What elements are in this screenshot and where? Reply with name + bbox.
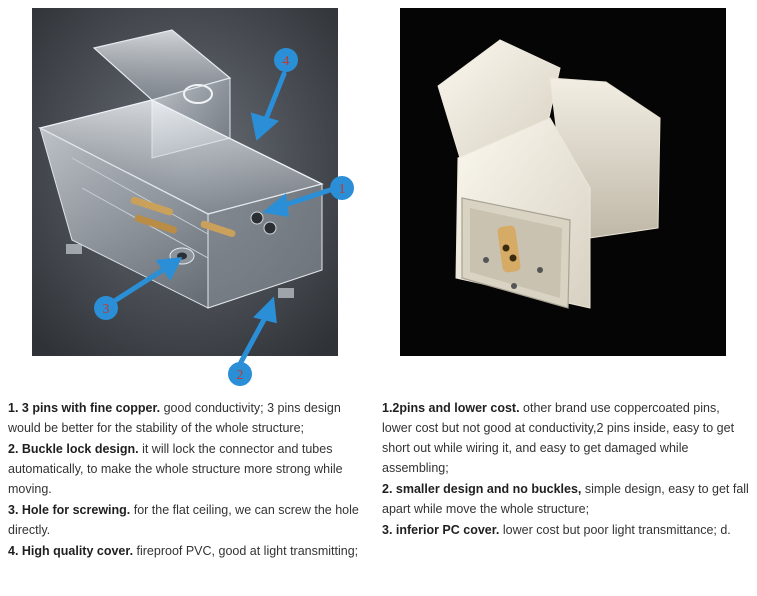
feature-text: it will lock the connector and tubes aut…: [8, 442, 343, 496]
feature-text: for the flat ceiling, we can screw the h…: [8, 503, 359, 537]
feature-text: fireproof PVC, good at light transmittin…: [133, 544, 359, 558]
feature-item: 1. 3 pins with fine copper. good conduct…: [8, 398, 368, 438]
comparison-item: 2. smaller design and no buckles, simple…: [382, 479, 752, 519]
feature-text: good conductivity; 3 pins design would b…: [8, 401, 341, 435]
feature-item: 4. High quality cover. fireproof PVC, go…: [8, 541, 368, 561]
comparison-title: 2. smaller design and no buckles,: [382, 482, 582, 496]
feature-item: 2. Buckle lock design. it will lock the …: [8, 439, 368, 499]
feature-title: 1. 3 pins with fine copper.: [8, 401, 161, 415]
feature-title: 4. High quality cover.: [8, 544, 134, 558]
marker-2: 2: [237, 368, 244, 383]
connector-photo-3pins: [32, 8, 338, 356]
comparison-item: 3. inferior PC cover. lower cost but poo…: [382, 520, 752, 540]
comparison-text: other brand use coppercoated pins, lower…: [382, 401, 735, 475]
comparison-item: 1.2pins and lower cost. other brand use …: [382, 398, 752, 478]
marker-1: 1: [339, 182, 346, 197]
features-list-right: 1.2pins and lower cost. other brand use …: [382, 398, 752, 541]
feature-title: 2. Buckle lock design.: [8, 442, 139, 456]
comparison-title: 1.2pins and lower cost.: [382, 401, 520, 415]
feature-item: 3. Hole for screwing. for the flat ceili…: [8, 500, 368, 540]
marker-2-badge: [228, 362, 252, 386]
feature-title: 3. Hole for screwing.: [8, 503, 131, 517]
comparison-text: lower cost but poor light transmittance;…: [499, 523, 731, 537]
connector-photo-2pins: [400, 8, 726, 356]
features-list-left: 1. 3 pins with fine copper. good conduct…: [8, 398, 368, 562]
comparison-title: 3. inferior PC cover.: [382, 523, 500, 537]
comparison-text: simple design, easy to get fall apart wh…: [382, 482, 749, 516]
